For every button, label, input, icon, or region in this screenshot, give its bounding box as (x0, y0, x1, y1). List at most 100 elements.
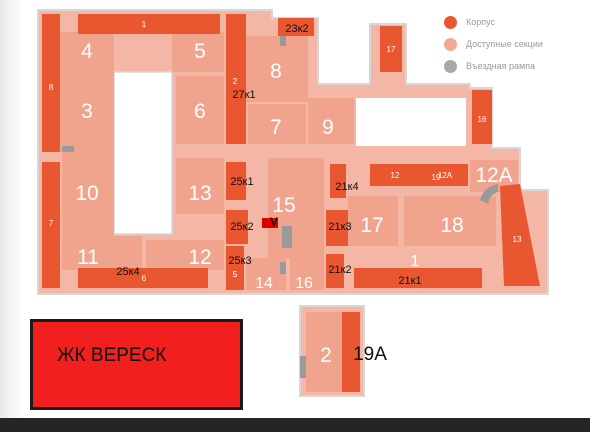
section-8 (246, 36, 308, 102)
section-9 (308, 98, 354, 144)
corp-16 (472, 90, 492, 144)
corp-25k1 (226, 162, 246, 200)
corp-2 (226, 14, 246, 144)
corp-5-bottom (226, 266, 244, 290)
section-label: 3 (81, 100, 93, 123)
legend-label: Доступные секции (466, 39, 543, 49)
corp-23k2 (278, 18, 314, 36)
section-15 (268, 158, 324, 258)
section-label: 13 (188, 182, 211, 205)
corp-label: 1 (142, 20, 147, 29)
ramps (62, 36, 498, 378)
section-7 (248, 104, 306, 144)
address-label: 21к1 (398, 275, 421, 287)
address-label: 21к4 (335, 181, 358, 193)
section-label: 6 (194, 100, 206, 123)
banner-text: ЖК ВЕРЕСК (57, 345, 167, 366)
section-label: 8 (270, 60, 282, 83)
address-label: 19А (353, 344, 387, 365)
corps (42, 14, 540, 290)
section-label: 11 (77, 246, 99, 269)
marker-label: V (270, 215, 278, 229)
section-label: 9 (322, 116, 334, 139)
ramp-icon (280, 36, 286, 46)
address-label: 21к2 (328, 264, 351, 276)
corp-21k4 (330, 164, 346, 198)
section-10 (62, 150, 114, 236)
section-label: 10 (75, 182, 98, 205)
section-label: 17 (360, 214, 383, 237)
corp-12a (424, 164, 468, 186)
corp-21k1 (354, 268, 482, 288)
corp-label: 5 (233, 270, 238, 279)
legend-swatch (444, 59, 457, 73)
courtyard-right (356, 98, 466, 146)
building-19a-corp (342, 312, 360, 392)
section-label: 2 (320, 344, 332, 367)
section-3 (58, 72, 114, 152)
section-18 (348, 196, 398, 246)
corp-8 (42, 14, 60, 152)
corp-label: 16 (478, 115, 487, 124)
section-19 (404, 196, 496, 246)
address-label: 25к1 (230, 176, 253, 188)
section-label: 7 (270, 116, 282, 139)
section-5 (172, 32, 224, 72)
legend-label: Корпус (466, 17, 496, 27)
address-labels: 23к2 27к1 25к1 25к2 25к3 25к4 21к4 21к3 … (116, 23, 421, 365)
section-label: 15 (272, 194, 295, 217)
address-label: 21к3 (328, 221, 351, 233)
corp-21k2 (326, 254, 344, 288)
complex-name-banner: ЖК ВЕРЕСК (30, 319, 243, 410)
section-11 (62, 236, 142, 270)
location-marker (262, 218, 278, 228)
address-label: 27к1 (232, 89, 255, 101)
corp-labels: 1 2 8 7 6 5 17 16 13 12 12А 5 (49, 20, 522, 283)
section-12 (146, 240, 224, 270)
legend-swatch (444, 37, 457, 51)
section-label: 4 (81, 40, 93, 63)
corp-label: 17 (387, 45, 396, 54)
section-label: 14 (255, 275, 273, 292)
section-label: 19 (432, 173, 441, 182)
ramp-icon (300, 356, 306, 378)
building-19a-section (306, 312, 342, 392)
corp-6-bottom (78, 268, 208, 288)
legend-item-corpus: Корпус (444, 11, 584, 33)
section-16 (290, 258, 324, 290)
corp-label: 12 (391, 171, 400, 180)
corp-13 (500, 184, 540, 286)
address-label: 23к2 (285, 23, 308, 35)
legend-item-sections: Доступные секции (444, 33, 584, 55)
legend-label: Въездная рампа (466, 61, 536, 71)
legend: Корпус Доступные секции Въездная рампа (444, 11, 584, 77)
section-6 (176, 76, 224, 144)
corp-label: 13 (513, 235, 522, 244)
address-label: 25к2 (230, 221, 253, 233)
sections (58, 32, 518, 290)
corp-label: 8 (49, 83, 54, 92)
section-label: 1 (411, 253, 420, 270)
corp-label: 7 (49, 219, 54, 228)
corp-25k3 (226, 246, 244, 268)
corp-label: 12А (438, 171, 453, 180)
corp-label: 5 (233, 270, 238, 279)
legend-swatch (444, 15, 457, 29)
section-13 (176, 158, 224, 214)
ramp-icon (62, 146, 74, 152)
corp-label: 6 (142, 274, 147, 283)
section-label: 12А (475, 164, 512, 187)
section-label: 18 (440, 214, 463, 237)
left-edge-shade (0, 0, 24, 418)
section-label: 12 (188, 246, 211, 269)
ramp-icon (480, 184, 498, 204)
ramp-icon (282, 226, 292, 248)
corp-21k3 (326, 210, 348, 246)
corp-12 (370, 164, 424, 186)
courtyard (113, 71, 173, 235)
corp-label: 2 (233, 77, 238, 86)
legend-item-ramp: Въездная рампа (444, 55, 584, 77)
section-label: 5 (194, 40, 206, 63)
corp-1-top (78, 14, 220, 34)
